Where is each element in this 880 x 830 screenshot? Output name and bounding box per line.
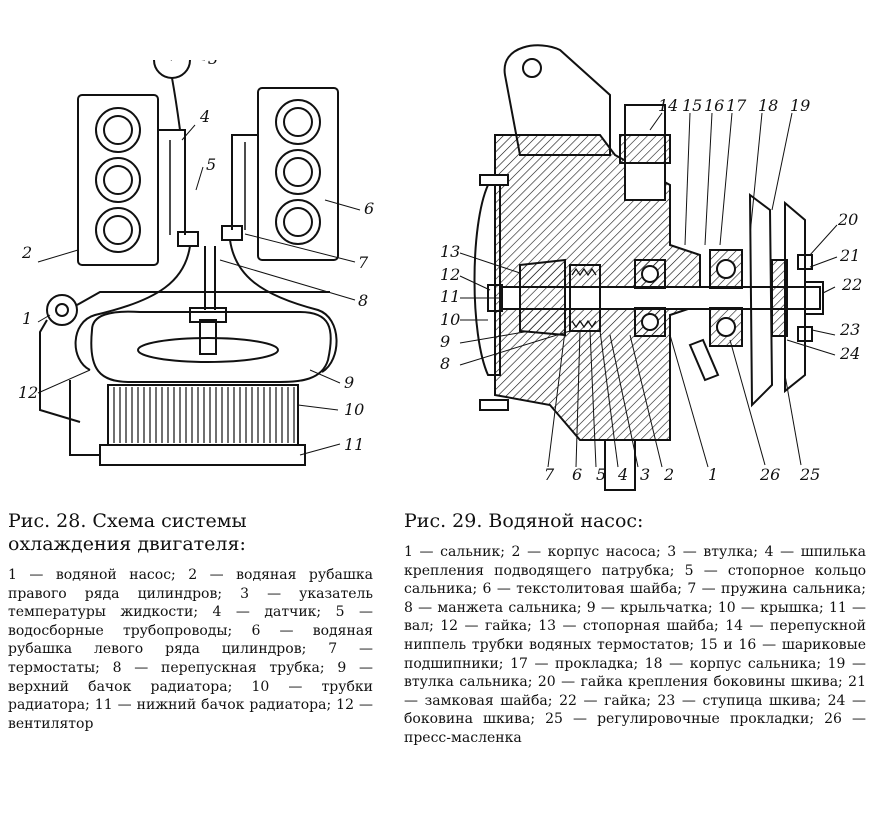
collector-pipe-right [158, 129, 186, 235]
radiator-lower-tank [99, 444, 306, 466]
fig29-callout-25: 25 [799, 465, 820, 484]
fig28-callout-6: 6 [364, 199, 374, 218]
figure-28-caption-legend: 1 — водяной насос; 2 — водяная рубашка п… [8, 567, 373, 732]
fig29-callout-2: 2 [663, 465, 674, 484]
fig29-callout-16: 16 [704, 96, 724, 115]
pulley-hub [771, 259, 788, 337]
fig28-callout-7: 7 [358, 253, 369, 272]
figure-29-caption-title: Рис. 29. Водяной насос: [404, 510, 644, 532]
grease-nipple [688, 338, 720, 382]
water-pump [46, 294, 78, 326]
fig29-callout-18: 18 [758, 96, 778, 115]
outlet-pipe [604, 439, 636, 491]
fig28-callout-4: 4 [199, 107, 210, 126]
fig29-callout-8: 8 [440, 354, 450, 373]
fig29-callout-21: 21 [839, 246, 860, 265]
fig29-callout-19: 19 [790, 96, 810, 115]
fig28-callout-10: 10 [344, 400, 364, 419]
fig28-callout-9: 9 [344, 373, 354, 392]
figure-28-caption: Рис. 28. Схема системы охлаждения двигат… [8, 510, 373, 733]
fig28-callout-1: 1 [22, 309, 32, 328]
mounting-bracket [503, 44, 611, 156]
fig29-callout-23: 23 [839, 320, 860, 339]
temperature-gauge [153, 60, 191, 79]
pump-cover [473, 184, 501, 376]
fig28-callout-3: 3 [208, 60, 218, 68]
fig29-callout-13: 13 [440, 242, 460, 261]
fig29-callout-26: 26 [759, 465, 780, 484]
fig28-callout-2: 2 [21, 243, 32, 262]
fig29-callout-15: 15 [682, 96, 702, 115]
fig29-callout-14: 14 [658, 96, 678, 115]
fig29-callout-20: 20 [837, 210, 858, 229]
fig29-callout-7: 7 [544, 465, 555, 484]
fig28-callout-8: 8 [358, 291, 368, 310]
fig28-callout-11: 11 [344, 435, 364, 454]
pulley-sidewall-front [748, 192, 774, 408]
fig29-callout-12: 12 [440, 265, 460, 284]
fig28-callout-12: 12 [18, 383, 38, 402]
collector-pipe-left [231, 134, 258, 230]
rear-nut [804, 281, 824, 315]
fig29-callout-6: 6 [572, 465, 582, 484]
left-cylinder-jacket [257, 87, 339, 261]
impeller [519, 258, 566, 337]
radiator-upper-tank [90, 310, 332, 383]
fig29-callout-11: 11 [440, 287, 460, 306]
fig29-callout-5: 5 [596, 465, 606, 484]
fig29-callout-10: 10 [440, 310, 460, 329]
right-cylinder-jacket [77, 94, 159, 266]
figure-28-caption-title: Рис. 28. Схема системы охлаждения двигат… [8, 510, 247, 555]
fan [137, 337, 279, 363]
fig29-callout-3: 3 [640, 465, 650, 484]
fig29-callout-1: 1 [708, 465, 718, 484]
fig28-callout-5: 5 [206, 155, 216, 174]
figure-29-caption-legend: 1 — сальник; 2 — корпус насоса; 3 — втул… [404, 544, 866, 746]
fig29-callout-24: 24 [839, 344, 860, 363]
figure-29-caption: Рис. 29. Водяной насос: 1 — сальник; 2 —… [404, 510, 866, 748]
fig29-callout-9: 9 [440, 332, 450, 351]
fig29-callout-22: 22 [841, 275, 862, 294]
thermostat-left [221, 225, 243, 241]
fig29-callout-17: 17 [726, 96, 747, 115]
thermostat-right [177, 231, 199, 247]
fig29-callout-4: 4 [617, 465, 628, 484]
